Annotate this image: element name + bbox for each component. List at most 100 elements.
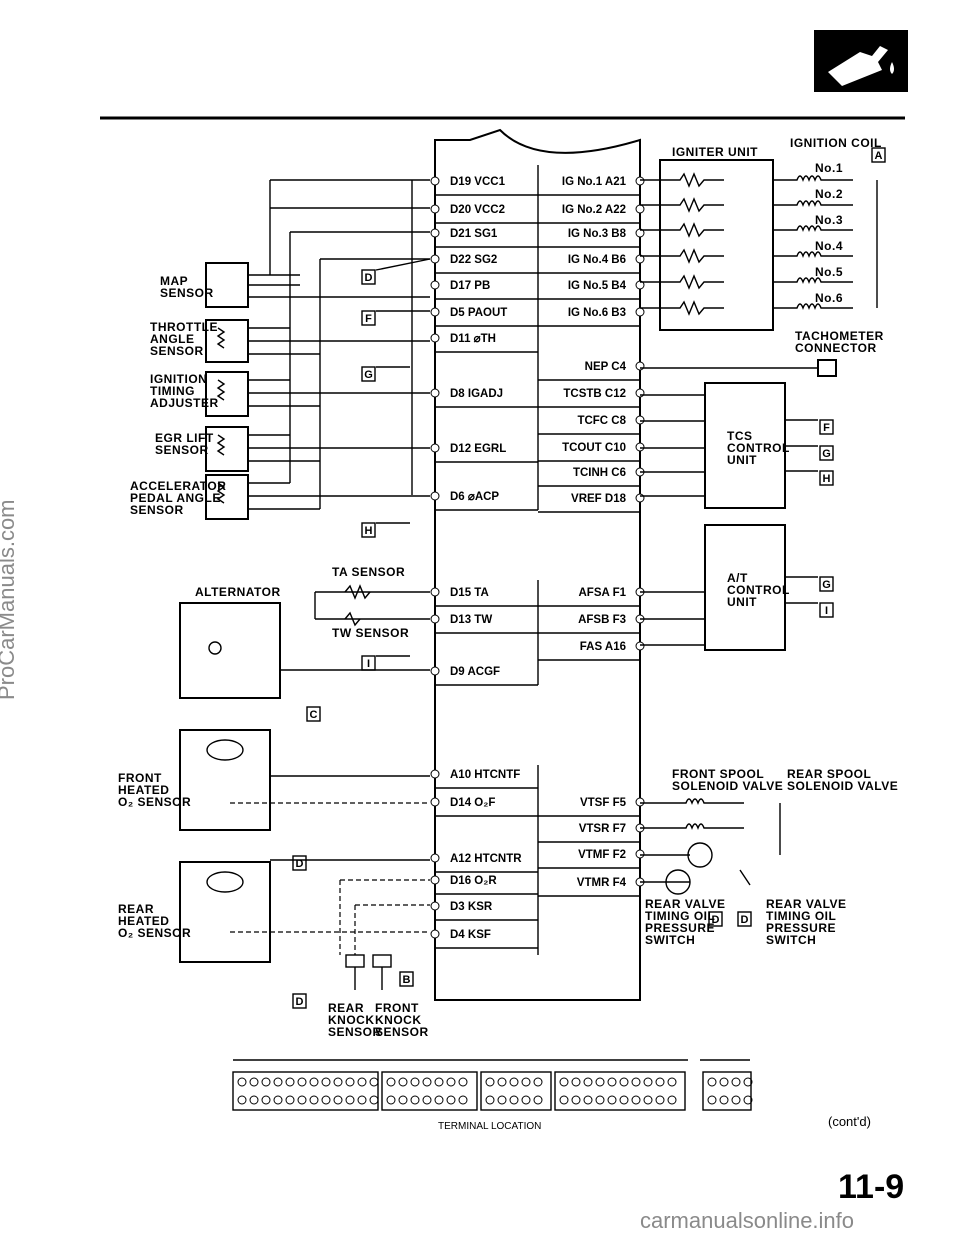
connector-pin: [386, 1095, 396, 1105]
coil-label: No.6: [815, 291, 843, 305]
tcs-label: TCS: [727, 429, 753, 443]
continued-label: (cont'd): [828, 1114, 871, 1129]
ref-letter: I: [367, 658, 370, 670]
ref-letter: D: [712, 914, 720, 926]
connector-pin: [410, 1095, 420, 1105]
connector-pin: [643, 1077, 653, 1087]
ecm-pin-dot: [635, 849, 645, 859]
ref-box: [306, 706, 321, 722]
connector-pin: [446, 1095, 456, 1105]
ta-tw-sensor: [314, 584, 430, 627]
ecm-pin-right: NEP C4: [585, 361, 627, 373]
connector-pin: [321, 1077, 331, 1087]
ref-letter: F: [823, 422, 830, 434]
rear-valve-switch-right-label: SWITCH: [766, 933, 816, 947]
bottom-watermark: carmanualsonline.info: [640, 1208, 855, 1233]
connector-pin: [521, 1095, 531, 1105]
connector-pin: [707, 1077, 717, 1087]
ecm-pin-right: VTSR F7: [579, 823, 626, 835]
connector-pin: [595, 1095, 605, 1105]
ref-letter: F: [365, 313, 372, 325]
ref-letter: A: [875, 150, 883, 162]
ecm-pin-left: D13 TW: [450, 614, 492, 626]
connector-pin: [345, 1095, 355, 1105]
igniter-unit: [640, 159, 774, 331]
ref-box: [819, 576, 834, 592]
ecm-pin-dot: [430, 280, 440, 290]
ecm-pin-left: D14 O₂F: [450, 797, 495, 809]
ecm-pin-dot: [430, 853, 440, 863]
at-control-label: A/T: [727, 571, 748, 585]
accel-sensor-label: ACCELERATOR: [130, 479, 226, 493]
ecm-pin-dot: [635, 307, 645, 317]
ecm-pin-right: IG No.6 B3: [568, 307, 626, 319]
alternator-label: ALTERNATOR: [195, 585, 281, 599]
at-control-label: UNIT: [727, 595, 757, 609]
ecm-pin-dot: [430, 254, 440, 264]
tachometer-label: TACHOMETER: [795, 329, 884, 343]
ign-timing-label: TIMING: [150, 384, 195, 398]
ecm-pin-left: D3 KSR: [450, 901, 493, 913]
ecm-pin-right: IG No.4 B6: [568, 254, 626, 266]
ref-letter: D: [365, 272, 373, 284]
fuel-nozzle-icon-shape: [828, 46, 888, 86]
ecm-pin-right: IG No.2 A22: [562, 204, 626, 216]
egr-sensor-label: SENSOR: [155, 443, 209, 457]
accel-box: [205, 474, 249, 520]
map-sensor-label: SENSOR: [160, 286, 214, 300]
coil-label: No.2: [815, 187, 843, 201]
ecm-pin-dot: [430, 307, 440, 317]
connector-pin: [707, 1095, 717, 1105]
ta-sensor-label: TA SENSOR: [332, 565, 405, 579]
ecm-pin-dot: [430, 228, 440, 238]
ecm-pin-dot: [430, 204, 440, 214]
connector-pin: [631, 1095, 641, 1105]
connector-pin: [559, 1095, 569, 1105]
connector-pin: [533, 1077, 543, 1087]
coil-label: No.4: [815, 239, 843, 253]
rear-knock-label: REAR: [328, 1001, 364, 1015]
ign-timing-label: IGNITION: [150, 372, 207, 386]
ecm-pin-left: D12 EGRL: [450, 443, 506, 455]
connector-pin: [249, 1077, 259, 1087]
connector-pin: [719, 1095, 729, 1105]
rear-o2-label: O₂ SENSOR: [118, 926, 191, 940]
rear-valve-switch-left-label: SWITCH: [645, 933, 695, 947]
terminal-location-label: TERMINAL LOCATION: [438, 1121, 542, 1132]
connector-pin: [571, 1077, 581, 1087]
ecm-pin-right: VREF D18: [571, 493, 627, 505]
connector-pin: [509, 1095, 519, 1105]
ref-box: [819, 602, 834, 618]
rear-valve-switch-right-label: PRESSURE: [766, 921, 836, 935]
connector-pin: [731, 1077, 741, 1087]
alternator-box: [179, 602, 430, 699]
connector-pin: [533, 1095, 543, 1105]
ecm-pin-left: A10 HTCNTF: [450, 769, 520, 781]
rear-spool-label: SOLENOID VALVE: [787, 779, 898, 793]
at-control-label: CONTROL: [727, 583, 790, 597]
ecm-pin-dot: [635, 228, 645, 238]
front-o2-label: HEATED: [118, 783, 169, 797]
connector-pin: [595, 1077, 605, 1087]
ecm-pin-left: D9 ACGF: [450, 666, 500, 678]
connector-pin: [743, 1095, 753, 1105]
connector-pin: [261, 1077, 271, 1087]
ecm-pin-dot: [430, 443, 440, 453]
ecm-pin-left: D8 IGADJ: [450, 388, 503, 400]
connector-pin: [497, 1095, 507, 1105]
ecm-pin-dot: [635, 204, 645, 214]
ref-box: [819, 419, 834, 435]
ref-letter: D: [296, 858, 304, 870]
connector-pin: [521, 1077, 531, 1087]
tachometer-connector: [640, 359, 837, 377]
map-sensor-label: MAP: [160, 274, 188, 288]
front-knock-label: KNOCK: [375, 1013, 422, 1027]
ecm-pin-right: VTMF F2: [578, 849, 626, 861]
ecm-pin-right: TCSTB C12: [563, 388, 626, 400]
connector-pin: [249, 1095, 259, 1105]
ecm-pin-right: IG No.1 A21: [562, 176, 627, 188]
ref-box: [819, 445, 834, 461]
connector-pin: [237, 1077, 247, 1087]
connector-pin: [410, 1077, 420, 1087]
ecm-pin-dot: [430, 491, 440, 501]
